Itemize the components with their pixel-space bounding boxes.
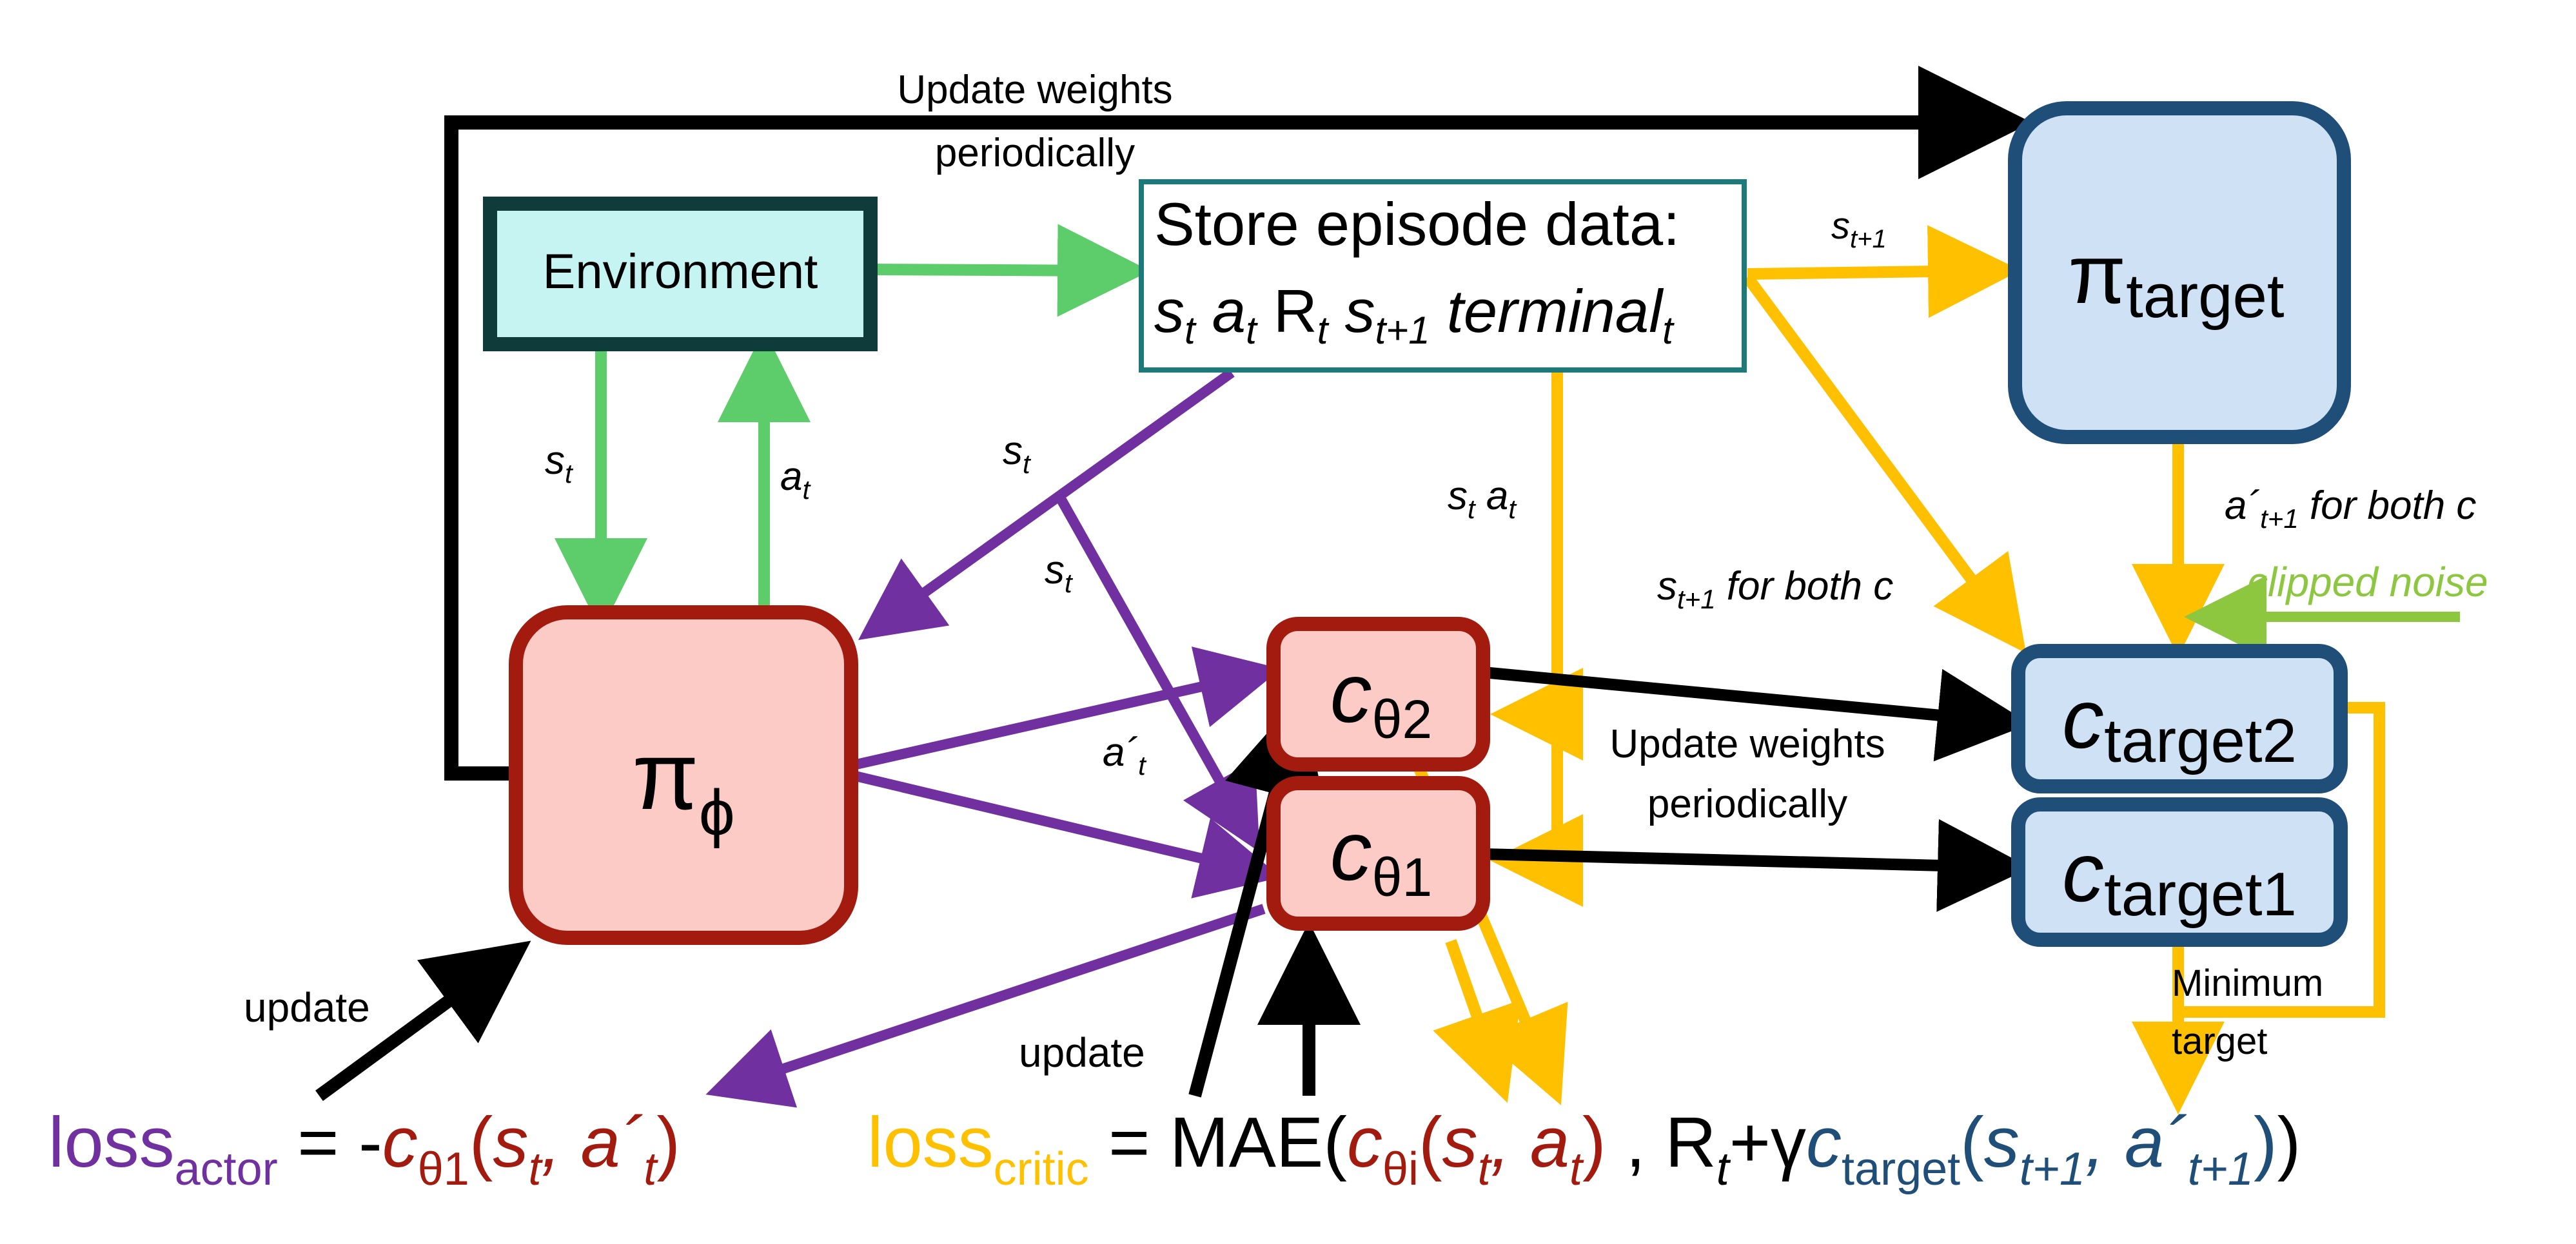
- c-theta2-box: [1266, 617, 1490, 772]
- c-target1-box: [2011, 797, 2348, 947]
- label-clipped-noise: clipped noise: [2247, 559, 2488, 605]
- label-st-env: st: [545, 438, 574, 489]
- arrow-store-to-policy-st: [858, 368, 1235, 640]
- c-theta1-label: cθ1: [1330, 804, 1432, 908]
- label-a-prime-t: a´t: [1103, 730, 1147, 781]
- label-minimum-target-line2: target: [2172, 1020, 2267, 1062]
- store-line1: Store episode data:: [1154, 190, 1680, 258]
- arrow-critic2-to-ctarget2: [1482, 666, 2030, 762]
- label-update-mid: update: [1019, 1029, 1145, 1076]
- environment-label: Environment: [543, 244, 818, 299]
- store-line2: st at Rt st+1 terminalt: [1154, 277, 1675, 352]
- arrow-store-to-critic1-stat: [1490, 373, 1583, 907]
- c-theta2-label: cθ2: [1330, 646, 1432, 750]
- pi-phi-box: [509, 605, 858, 945]
- label-minimum-target-line1: Minimum: [2172, 962, 2323, 1004]
- pi-target-label: πtarget: [2068, 227, 2284, 331]
- arrow-policy-to-critic1: [843, 768, 1281, 899]
- update-weights-mid-line2: periodically: [1647, 782, 1847, 826]
- label-st-store1: st: [1003, 429, 1032, 479]
- arrow-critic1-to-loss-actor: [705, 904, 1266, 1108]
- c-target1-label: ctarget1: [2062, 825, 2297, 929]
- arrow-update-policy-target: [444, 66, 2032, 781]
- update-weights-mid-line1: Update weights: [1609, 722, 1885, 766]
- label-st1-top: st+1: [1831, 205, 1887, 253]
- c-theta1-box: [1266, 776, 1490, 931]
- arrow-store-to-critic1-st: [1055, 494, 1260, 852]
- update-weights-top-line1: Update weights: [897, 68, 1172, 112]
- arrow-update-actor: [315, 940, 531, 1102]
- arrow-store-to-ctarget: [1742, 273, 2027, 654]
- arrow-minimum-target: [2178, 702, 2385, 1018]
- arrow-env-to-store: [867, 224, 1150, 317]
- equation-loss-actor: lossactor = -cθ1(st, a´t): [48, 1103, 680, 1195]
- label-st-store2: st: [1045, 548, 1074, 598]
- arrow-policy-to-critic2: [843, 646, 1281, 772]
- c-target2-label: ctarget2: [2062, 672, 2297, 775]
- pi-target-box: [2008, 101, 2351, 444]
- label-st1-both: st+1 for both c: [1657, 564, 1893, 614]
- pi-phi-label: πϕ: [632, 721, 735, 849]
- store-episode-box: [1139, 179, 1747, 373]
- arrow-critic1-to-ctarget1: [1482, 819, 2030, 912]
- label-st-at: st at: [1448, 474, 1517, 524]
- environment-box: [483, 197, 878, 351]
- label-at1-both: a´t+1 for both c: [2225, 483, 2476, 534]
- update-weights-top-line2: periodically: [935, 131, 1135, 175]
- label-update-left: update: [244, 984, 370, 1031]
- c-target2-box: [2011, 644, 2348, 793]
- arrow-critic1-to-loss-critic: [1433, 939, 1521, 1103]
- arrow-store-to-pitarget: [1747, 225, 2021, 318]
- label-at-env: at: [780, 454, 811, 505]
- equation-loss-critic: losscritic = MAE(cθi(st, at) , Rt+γctarg…: [867, 1103, 2301, 1195]
